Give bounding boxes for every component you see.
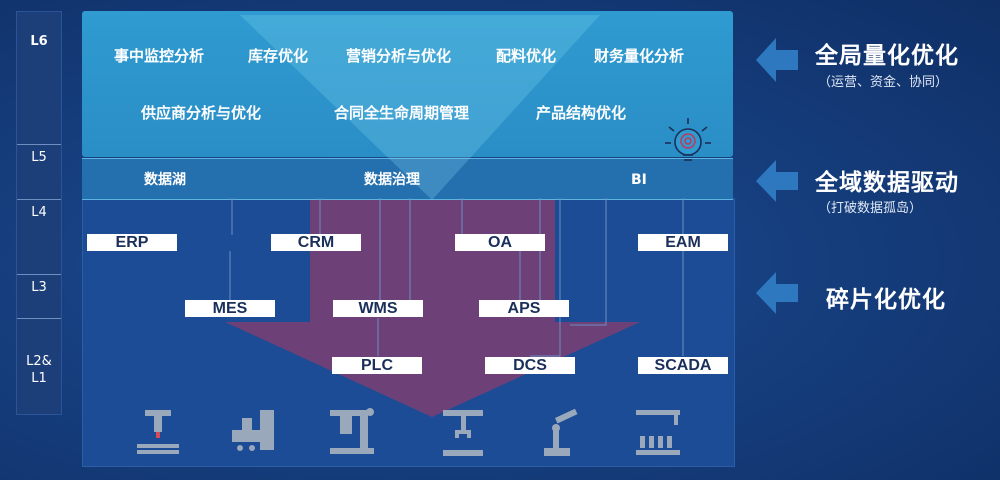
machine-icons	[137, 408, 680, 456]
milling-machine-icon	[330, 408, 374, 454]
right-arrows	[756, 38, 798, 314]
system-oa: OA	[455, 234, 545, 251]
l5-item-data-governance: 数据治理	[364, 172, 420, 188]
robot-arm-icon	[544, 408, 578, 456]
level-column: L6 L5 L4 L3 L2& L1	[16, 11, 62, 415]
heading-data-driven: 全域数据驱动	[815, 170, 959, 196]
l5-item-data-lake: 数据湖	[144, 172, 186, 188]
arrow-domain-icon	[756, 160, 798, 202]
conveyor-machine-icon	[232, 410, 274, 451]
system-wms: WMS	[333, 300, 423, 317]
filling-line-icon	[636, 410, 680, 455]
system-erp: ERP	[87, 234, 177, 251]
system-scada: SCADA	[638, 357, 728, 374]
l6-item: 营销分析与优化	[346, 47, 452, 65]
l6-item: 供应商分析与优化	[141, 104, 262, 122]
l6-analytics-panel	[82, 11, 733, 157]
system-plc: PLC	[332, 357, 422, 374]
l6-item: 产品结构优化	[536, 104, 627, 122]
level-separator	[17, 144, 61, 145]
connector-lines	[229, 198, 684, 357]
level-separator	[17, 274, 61, 275]
level-l2-l1: L2& L1	[26, 354, 52, 386]
system-crm: CRM	[271, 234, 361, 251]
level-separator	[17, 318, 61, 319]
arrow-global-icon	[756, 38, 798, 82]
arrow-fragment-icon	[756, 272, 798, 314]
system-mes: MES	[185, 300, 275, 317]
funnel-triangle	[240, 15, 600, 200]
l6-item: 财务量化分析	[594, 47, 685, 65]
heading-fragmented-optimization: 碎片化优化	[826, 287, 946, 313]
heading-global-optimization: 全局量化优化	[815, 43, 959, 69]
level-l6: L6	[30, 34, 48, 49]
level-l4: L4	[31, 205, 47, 220]
level-l3: L3	[31, 280, 47, 295]
l6-item: 配料优化	[496, 47, 557, 65]
l6-item: 库存优化	[248, 47, 309, 65]
system-aps: APS	[479, 300, 569, 317]
system-eam: EAM	[638, 234, 728, 251]
level-l5: L5	[31, 150, 47, 165]
lightbulb-icon	[665, 118, 711, 161]
l6-item: 事中监控分析	[114, 47, 205, 65]
subheading-global-optimization: （运营、资金、协同）	[818, 75, 949, 90]
system-dcs: DCS	[485, 357, 575, 374]
cnc-machine-icon	[137, 410, 179, 454]
robot-gripper-icon	[443, 410, 483, 456]
level-separator	[17, 199, 61, 200]
l5-item-bi: BI	[631, 172, 647, 188]
big-down-arrow	[225, 200, 640, 417]
l6-item: 合同全生命周期管理	[334, 104, 470, 122]
subheading-data-driven: （打破数据孤岛）	[818, 201, 923, 216]
l5-data-band	[82, 158, 733, 200]
